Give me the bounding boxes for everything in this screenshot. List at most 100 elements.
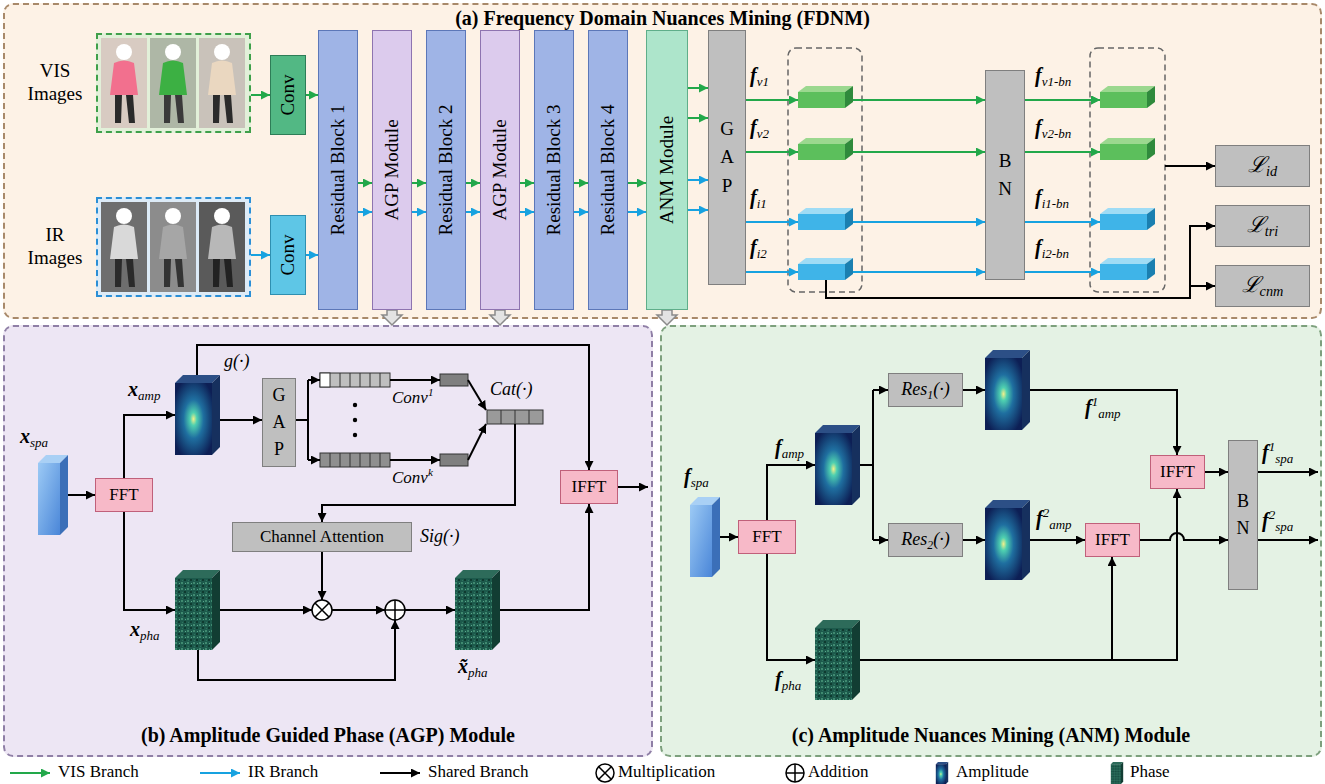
feature-vectors bbox=[788, 48, 1165, 292]
vis-images bbox=[150, 38, 196, 128]
anm-illustration bbox=[720, 390, 1318, 660]
math-label: fspa bbox=[684, 465, 709, 490]
math-part: x bbox=[20, 425, 30, 447]
node-text: FFT bbox=[752, 527, 781, 547]
vis-images bbox=[101, 38, 147, 128]
arrow-connector bbox=[412, 211, 426, 213]
legend-text: Amplitude bbox=[956, 763, 1029, 782]
math-part: ℒ bbox=[1248, 152, 1266, 177]
legend-samples bbox=[200, 772, 240, 774]
feature-arrows bbox=[746, 99, 1100, 101]
node-text: AGP Module bbox=[382, 119, 403, 220]
node-text: IFFT bbox=[1160, 462, 1195, 482]
node-text: IFFT bbox=[572, 477, 607, 497]
math-part: v2-bn bbox=[1042, 126, 1072, 141]
agp-illustration bbox=[440, 454, 468, 466]
math-part: amp bbox=[782, 446, 804, 461]
node-text: Residual Block 2 bbox=[436, 105, 457, 236]
legend-samples bbox=[380, 772, 420, 774]
node-text: Residual Block 3 bbox=[544, 105, 565, 236]
anm-illustration bbox=[815, 620, 860, 700]
ir-images bbox=[96, 197, 251, 297]
agp-illustration bbox=[124, 512, 175, 610]
math-label: g(·) bbox=[224, 352, 250, 372]
vis-images bbox=[208, 44, 236, 123]
math-part: v1 bbox=[757, 74, 769, 89]
math-part: (·) bbox=[933, 529, 950, 549]
legend-text: Multiplication bbox=[618, 763, 715, 782]
arrow-connector bbox=[306, 94, 318, 96]
arrow-connector bbox=[574, 182, 588, 184]
anm-illustration bbox=[1258, 539, 1318, 541]
agp-illustration bbox=[315, 603, 329, 617]
feature-vectors bbox=[1100, 86, 1155, 108]
math-part: i1-bn bbox=[1042, 196, 1069, 211]
arrow-connector bbox=[466, 211, 480, 213]
math-part: f bbox=[1035, 64, 1042, 86]
feature-vectors bbox=[788, 48, 862, 292]
node-text: Residual Block 4 bbox=[598, 105, 619, 236]
agp-module: AGP Module bbox=[480, 30, 520, 310]
math-label: fv2-bn bbox=[1035, 116, 1071, 141]
feature-vectors bbox=[798, 86, 853, 108]
node-text: Conv bbox=[278, 234, 299, 275]
panel-frame: (c) Amplitude Nuances Mining (ANM) Modul… bbox=[660, 325, 1322, 757]
ifft-box: IFFT bbox=[1085, 523, 1140, 557]
feature-arrows bbox=[1190, 285, 1215, 287]
agp-illustration bbox=[330, 453, 380, 467]
math-part: x̃ bbox=[458, 655, 468, 677]
math-label: fv2 bbox=[750, 116, 769, 141]
agp-illustration bbox=[312, 600, 332, 620]
math-part: f bbox=[1262, 509, 1269, 531]
math-part: pha bbox=[468, 665, 488, 680]
math-part: f bbox=[1036, 507, 1043, 529]
node-text: Conv bbox=[278, 74, 299, 115]
agp-illustration bbox=[38, 345, 648, 680]
legend-text: Addition bbox=[808, 763, 868, 782]
anm-illustration bbox=[767, 465, 815, 520]
agp-illustration bbox=[320, 373, 390, 387]
feature-arrows bbox=[853, 271, 985, 273]
loss-box: ℒtri bbox=[1215, 205, 1310, 247]
anm-illustration bbox=[963, 539, 985, 541]
node-text: ANM Module bbox=[657, 116, 678, 224]
math-part: f bbox=[1035, 116, 1042, 138]
panel-frame: (b) Amplitude Guided Phase (AGP) ModuleG… bbox=[3, 325, 653, 757]
math-label: xamp bbox=[128, 378, 160, 403]
math-part: spa bbox=[1275, 451, 1293, 466]
residual-block: Residual Block 2 bbox=[426, 30, 466, 310]
math-part: amp bbox=[1098, 406, 1120, 421]
math-label: f1spa bbox=[1262, 440, 1293, 466]
legend-text: IR Branch bbox=[248, 763, 318, 782]
agp-illustration bbox=[38, 455, 68, 535]
anm-illustration bbox=[690, 350, 1318, 700]
agp-illustration bbox=[455, 570, 500, 650]
ir-images bbox=[101, 202, 147, 292]
legend-samples bbox=[596, 764, 614, 782]
agp-illustration bbox=[353, 403, 357, 407]
math-part: amp bbox=[1049, 517, 1071, 532]
feature-arrows bbox=[746, 151, 798, 153]
arrow-connector bbox=[358, 182, 372, 184]
math-part: 2 bbox=[1043, 505, 1050, 520]
feature-arrows bbox=[1025, 221, 1100, 223]
vis-images bbox=[110, 44, 138, 123]
agp-illustration bbox=[353, 418, 357, 422]
node-text: IFFT bbox=[1095, 530, 1130, 550]
node-text: AGP Module bbox=[490, 119, 511, 220]
anm-illustration bbox=[873, 539, 888, 541]
arrow-connector bbox=[251, 94, 270, 96]
legend-samples bbox=[936, 762, 948, 784]
arrow-connector bbox=[688, 87, 708, 89]
math-part: x bbox=[128, 378, 138, 400]
agp-illustration bbox=[175, 570, 220, 650]
agp-illustration bbox=[618, 486, 648, 488]
agp-illustration bbox=[390, 459, 440, 461]
arrow-connector bbox=[306, 254, 318, 256]
agp-illustration bbox=[500, 504, 589, 610]
ir-images bbox=[110, 208, 138, 287]
node-text: Res2(·) bbox=[901, 529, 949, 552]
anm-illustration bbox=[690, 497, 720, 577]
agp-illustration bbox=[308, 459, 320, 461]
arrow-connector bbox=[251, 254, 270, 256]
